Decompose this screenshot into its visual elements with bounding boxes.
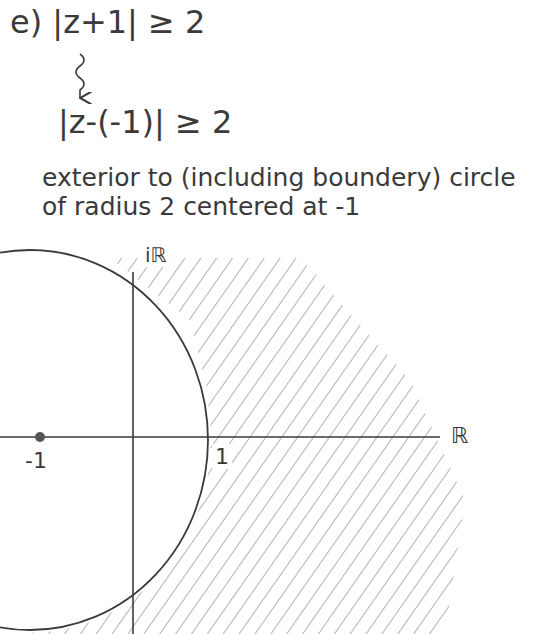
- math-label: 1: [212, 444, 232, 469]
- math-label: |z-(-1)| ≥ 2: [58, 104, 232, 141]
- real-axis: [0, 436, 440, 438]
- math-label: e) |z+1| ≥ 2: [10, 4, 205, 41]
- exterior-hatching: [20, 258, 465, 634]
- math-label: exterior to (including boundery) circle …: [42, 164, 532, 222]
- implies-arrow: [76, 54, 84, 98]
- center-point: [35, 432, 45, 442]
- math-label: ℝ: [448, 423, 471, 448]
- math-label: -1: [22, 448, 50, 473]
- boundary-circle: [0, 250, 208, 630]
- math-label: iℝ: [142, 244, 169, 267]
- imaginary-axis: [132, 272, 134, 634]
